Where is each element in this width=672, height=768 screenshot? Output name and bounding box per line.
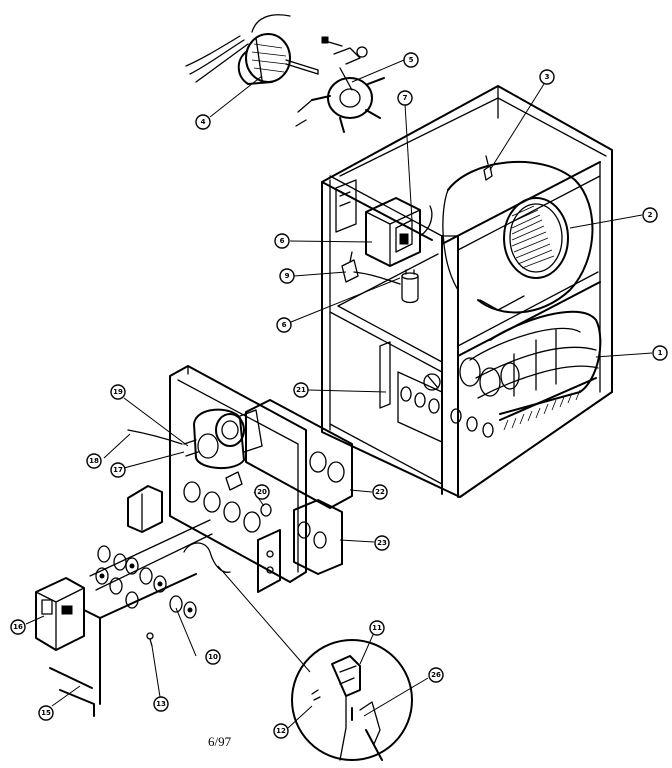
motor-mount (295, 36, 385, 133)
date-code: 6/97 (208, 734, 232, 749)
callout-6a-label: 6 (280, 237, 285, 245)
callout-17-label: 17 (113, 466, 123, 474)
callout-1-label: 1 (658, 349, 663, 357)
gas-valve-manifold (35, 519, 231, 717)
callout-19-label: 19 (113, 388, 123, 396)
callout-11: 11 (369, 620, 385, 636)
inducer-panel (127, 341, 391, 593)
callout-7-label: 7 (403, 94, 408, 102)
callout-1: 1 (652, 345, 668, 361)
callout-3-label: 3 (545, 73, 550, 81)
callout-13: 13 (153, 696, 169, 712)
callout-9: 9 (279, 268, 295, 284)
igniter-detail (291, 639, 413, 761)
heat-exchanger (397, 310, 602, 443)
callout-4: 4 (195, 114, 211, 130)
callout-4-label: 4 (201, 118, 206, 126)
callout-10: 10 (205, 649, 221, 665)
callout-22-label: 22 (375, 488, 385, 496)
callout-23: 23 (374, 535, 390, 551)
callout-23-label: 23 (377, 539, 387, 547)
callout-3: 3 (539, 69, 555, 85)
callout-18: 18 (86, 453, 102, 469)
callout-6b-label: 6 (282, 321, 287, 329)
callout-7: 7 (397, 90, 413, 106)
blower-motor (185, 14, 319, 85)
callout-15: 15 (38, 705, 54, 721)
callout-15-label: 15 (41, 709, 51, 717)
callout-2-label: 2 (648, 211, 653, 219)
callout-12-label: 12 (276, 727, 286, 735)
callout-20: 20 (254, 484, 270, 500)
callout-19: 19 (110, 384, 126, 400)
callout-18-label: 18 (89, 457, 99, 465)
callout-16-label: 16 (13, 623, 23, 631)
callout-26: 26 (428, 667, 444, 683)
callout-5: 5 (403, 52, 419, 68)
callout-13-label: 13 (156, 700, 166, 708)
callout-26-label: 26 (431, 671, 441, 679)
callout-22: 22 (372, 484, 388, 500)
control-components (335, 179, 433, 304)
callout-9-label: 9 (285, 272, 290, 280)
leader-lines (25, 59, 653, 729)
callout-16: 16 (10, 619, 26, 635)
callout-2: 2 (642, 207, 658, 223)
callout-20-label: 20 (257, 488, 267, 496)
callout-21: 21 (293, 382, 309, 398)
blower-assembly (442, 155, 594, 314)
callout-12: 12 (273, 723, 289, 739)
callout-5-label: 5 (409, 56, 414, 64)
callout-6a: 6 (274, 233, 290, 249)
callout-17: 17 (110, 462, 126, 478)
callout-10-label: 10 (208, 653, 218, 661)
callout-11-label: 11 (372, 624, 382, 632)
callout-6b: 6 (276, 317, 292, 333)
callout-21-label: 21 (296, 386, 306, 394)
